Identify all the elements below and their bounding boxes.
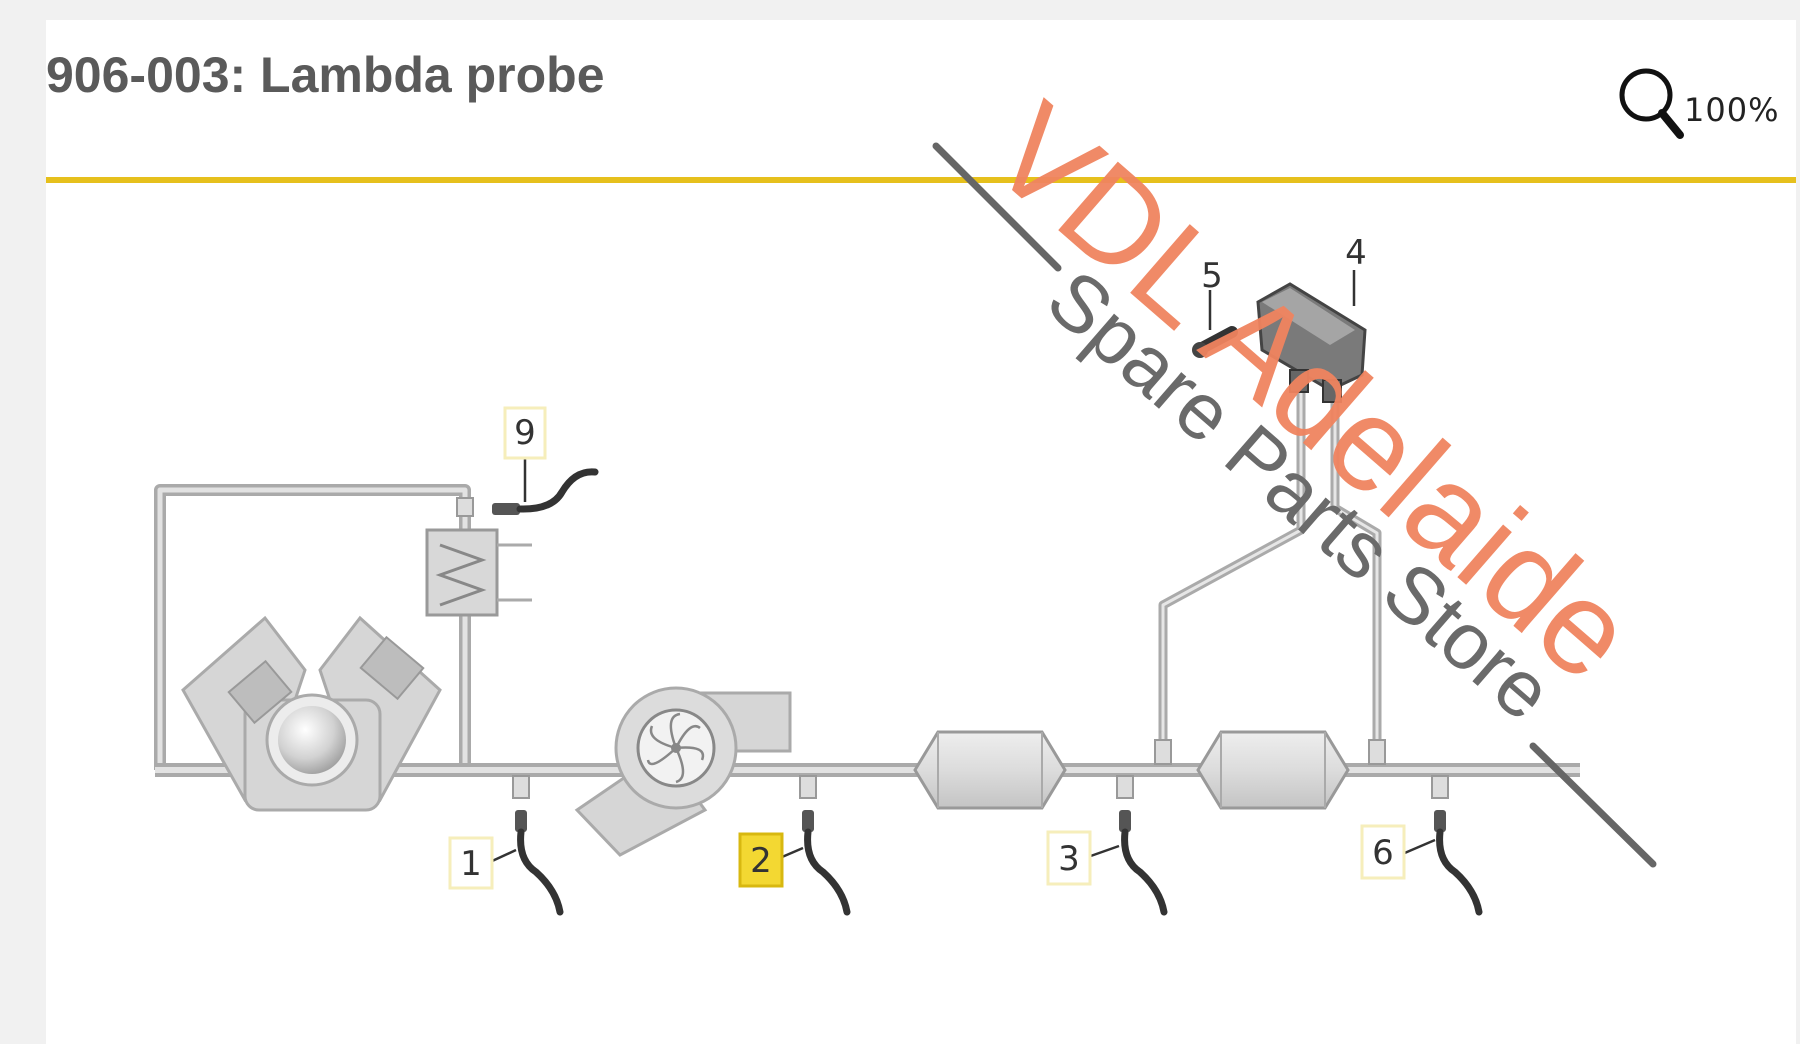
zoom-level: 100% — [1684, 91, 1780, 129]
intercooler — [425, 497, 532, 617]
lambda-probe-3[interactable] — [1116, 775, 1168, 916]
callout-5[interactable]: 5 — [1201, 256, 1223, 296]
catalytic-converter-2 — [1196, 730, 1350, 810]
magnifier-icon[interactable] — [1614, 63, 1688, 143]
callout-2[interactable]: 2 — [738, 832, 784, 888]
callout-4[interactable]: 4 — [1345, 233, 1367, 273]
svg-text:6: 6 — [1372, 833, 1394, 873]
callout-1[interactable]: 1 — [448, 836, 494, 890]
bolt-5[interactable] — [1192, 326, 1238, 358]
svg-text:3: 3 — [1058, 839, 1080, 879]
callout-9[interactable]: 9 — [503, 406, 547, 460]
callout-6[interactable]: 6 — [1360, 824, 1406, 880]
lambda-probe-1[interactable] — [512, 775, 564, 916]
lambda-probe-2[interactable] — [799, 775, 851, 916]
catalytic-converter-1 — [913, 730, 1067, 810]
title-divider — [46, 177, 1796, 183]
callout-3[interactable]: 3 — [1046, 830, 1092, 886]
lambda-probe-6[interactable] — [1431, 775, 1483, 916]
content-panel: 906-003: Lambda probe 100% — [46, 20, 1796, 1044]
zoom-control[interactable]: 100% — [1614, 60, 1794, 146]
svg-text:5: 5 — [1201, 256, 1223, 296]
watermark-lines — [932, 142, 1657, 868]
pressure-sensor-4[interactable] — [1256, 282, 1367, 403]
pressure-lines — [1158, 372, 1382, 760]
page-title: 906-003: Lambda probe — [46, 47, 605, 103]
svg-text:2: 2 — [750, 841, 772, 881]
svg-text:4: 4 — [1345, 233, 1367, 273]
engine-block — [181, 615, 442, 812]
turbocharger — [574, 686, 792, 857]
lambda-probe-9[interactable] — [492, 468, 599, 515]
svg-text:9: 9 — [514, 413, 536, 453]
svg-text:1: 1 — [460, 844, 482, 884]
